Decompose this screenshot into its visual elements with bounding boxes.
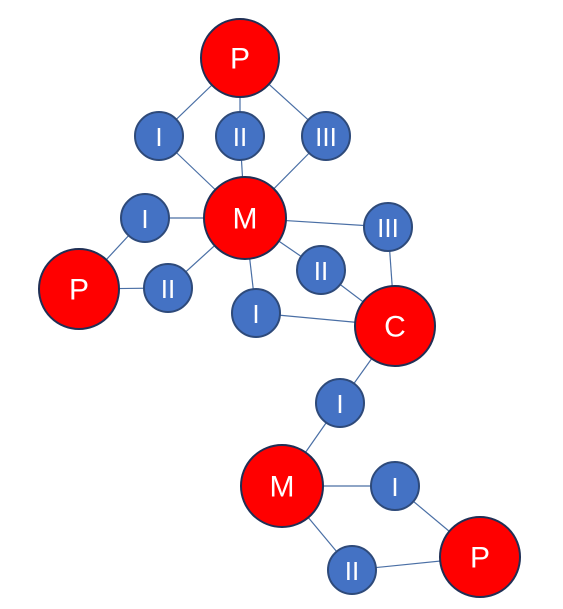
node-i-bottom: I xyxy=(370,461,420,511)
node-circle xyxy=(296,245,346,295)
node-label: II xyxy=(161,274,175,304)
node-circle xyxy=(203,176,287,260)
node-circle xyxy=(370,461,420,511)
node-label: M xyxy=(233,203,258,236)
node-circle xyxy=(327,545,377,595)
node-circle xyxy=(38,248,120,330)
node-m-bottom: M xyxy=(240,444,324,528)
node-ii-bottom: II xyxy=(327,545,377,595)
node-iii-right: III xyxy=(363,202,413,252)
node-label: P xyxy=(470,542,490,575)
node-circle xyxy=(301,111,351,161)
node-ii-top: II xyxy=(215,111,265,161)
node-label: II xyxy=(345,556,359,586)
node-label: III xyxy=(377,213,399,243)
node-label: I xyxy=(155,122,162,152)
node-label: I xyxy=(141,204,148,234)
node-label: P xyxy=(69,274,89,307)
node-i-low: I xyxy=(315,378,365,428)
node-p-left: P xyxy=(38,248,120,330)
node-circle xyxy=(231,288,281,338)
node-label: C xyxy=(384,311,406,344)
node-circle xyxy=(439,516,521,598)
node-circle xyxy=(143,263,193,313)
node-circle xyxy=(134,111,184,161)
node-label: II xyxy=(233,122,247,152)
node-label: III xyxy=(315,122,337,152)
node-c: C xyxy=(354,285,436,367)
node-circle xyxy=(215,111,265,161)
node-label: I xyxy=(391,472,398,502)
node-circle xyxy=(363,202,413,252)
node-ii-left: II xyxy=(143,263,193,313)
node-circle xyxy=(240,444,324,528)
node-circle xyxy=(315,378,365,428)
node-i-mid: I xyxy=(231,288,281,338)
node-p-bottom: P xyxy=(439,516,521,598)
node-label: I xyxy=(252,299,259,329)
node-label: I xyxy=(336,389,343,419)
node-i-top: I xyxy=(134,111,184,161)
node-label: II xyxy=(314,256,328,286)
node-label: M xyxy=(270,471,295,504)
node-ii-mid: II xyxy=(296,245,346,295)
node-circle xyxy=(354,285,436,367)
node-label: P xyxy=(230,43,250,76)
node-i-left: I xyxy=(120,193,170,243)
node-circle xyxy=(120,193,170,243)
node-iii-top: III xyxy=(301,111,351,161)
node-circle xyxy=(200,18,280,98)
node-m-top: M xyxy=(203,176,287,260)
node-p-top: P xyxy=(200,18,280,98)
